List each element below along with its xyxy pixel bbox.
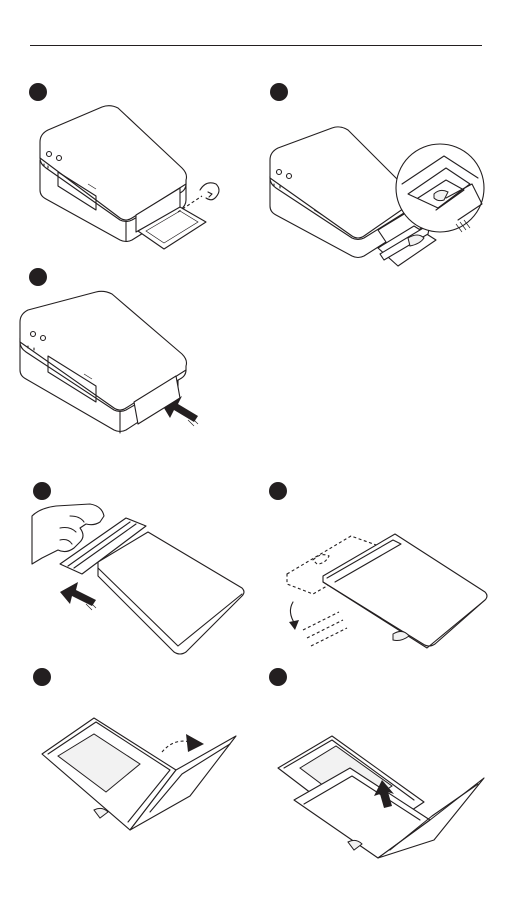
header-rule xyxy=(30,45,482,46)
step-marker-3 xyxy=(29,268,47,286)
tray-load-paper-illustration xyxy=(274,710,492,870)
printer-push-cartridge-illustration xyxy=(18,290,203,440)
step-marker-7 xyxy=(269,668,287,686)
step-marker-2 xyxy=(270,83,288,101)
printer-insert-cartridge-illustration xyxy=(268,128,490,298)
step-marker-5 xyxy=(269,482,287,500)
step-marker-1 xyxy=(29,83,47,101)
tray-slide-cover-illustration xyxy=(30,502,250,662)
step-marker-4 xyxy=(33,482,51,500)
tray-open-lid-illustration xyxy=(38,714,238,834)
tray-remove-cover-illustration xyxy=(283,520,493,660)
printer-open-door-illustration xyxy=(30,100,230,265)
step-marker-6 xyxy=(33,668,51,686)
